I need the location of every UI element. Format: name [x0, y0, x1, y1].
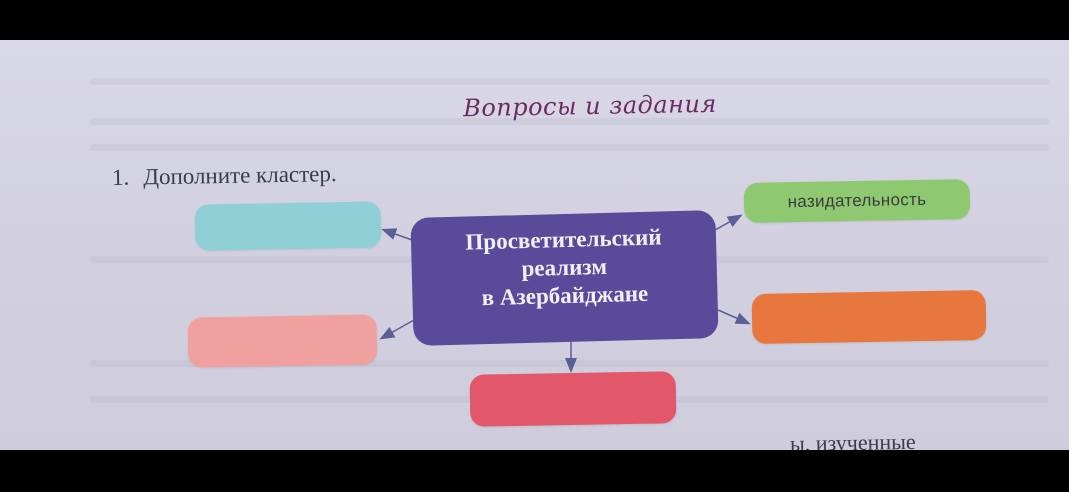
cluster-box-middle-right-empty [751, 289, 987, 345]
bleed-line [90, 118, 1049, 125]
bleed-line [90, 144, 1049, 151]
bleed-line [90, 78, 1049, 85]
cluster-box-middle-left-empty [187, 314, 378, 368]
cluster-box-top-left-empty [194, 201, 382, 251]
arrow-to-middle-left [379, 319, 415, 340]
textbook-page: Вопросы и задания 1.Дополните кластер. П… [0, 40, 1069, 450]
cluster-box-top-right: назидательность [743, 179, 971, 223]
cluster-box-bottom-empty [469, 371, 677, 427]
cluster-center-box: Просветительский реализм в Азербайджане [410, 210, 719, 346]
arrow-to-middle-right [717, 309, 751, 325]
cut-off-footer-text: ы, изученные [789, 428, 916, 450]
